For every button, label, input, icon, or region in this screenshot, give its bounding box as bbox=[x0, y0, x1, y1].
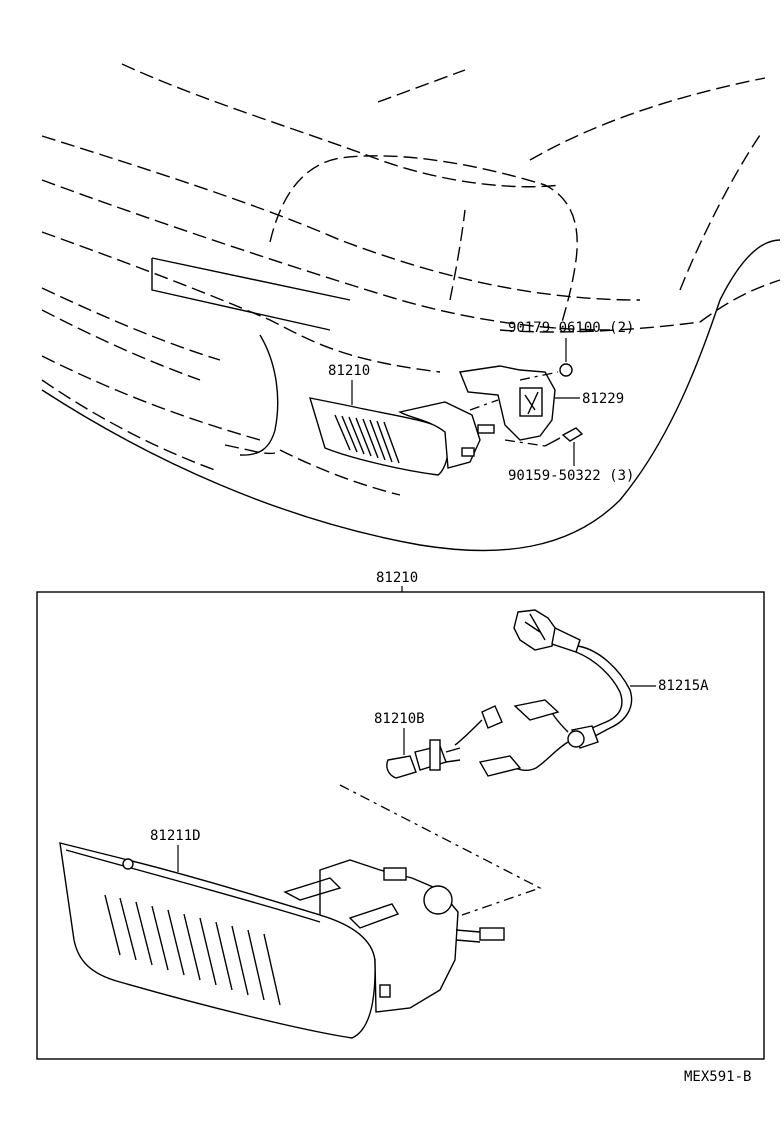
label-81229: 81229 bbox=[582, 391, 624, 407]
assembly-frame bbox=[36, 591, 765, 1060]
label-81210-upper: 81210 bbox=[328, 363, 370, 379]
label-90159-50322: 90159-50322 (3) bbox=[508, 468, 634, 484]
label-81210-assembly: 81210 bbox=[376, 570, 418, 586]
bracket-81229 bbox=[459, 365, 556, 441]
connector-terminals bbox=[454, 699, 560, 777]
nut-90179-06100 bbox=[519, 363, 573, 381]
lens-unit-81211d bbox=[59, 842, 505, 1039]
label-81210b: 81210B bbox=[374, 711, 425, 727]
explode-guide bbox=[339, 784, 542, 916]
lens-ribs-upper bbox=[334, 414, 400, 464]
diagram-code: MEX591-B bbox=[684, 1069, 751, 1085]
fog-lamp-installed bbox=[308, 397, 495, 476]
bolt-90159-50322 bbox=[504, 427, 584, 447]
bulb-81210b bbox=[386, 739, 461, 779]
label-81211d: 81211D bbox=[150, 828, 201, 844]
label-81215a: 81215A bbox=[658, 678, 709, 694]
vehicle-front-outline bbox=[41, 63, 781, 552]
label-90179-06100: 90179-06100 (2) bbox=[508, 320, 634, 336]
socket-wire-81215a bbox=[513, 609, 633, 771]
lens-ribs-lower bbox=[104, 894, 281, 1006]
